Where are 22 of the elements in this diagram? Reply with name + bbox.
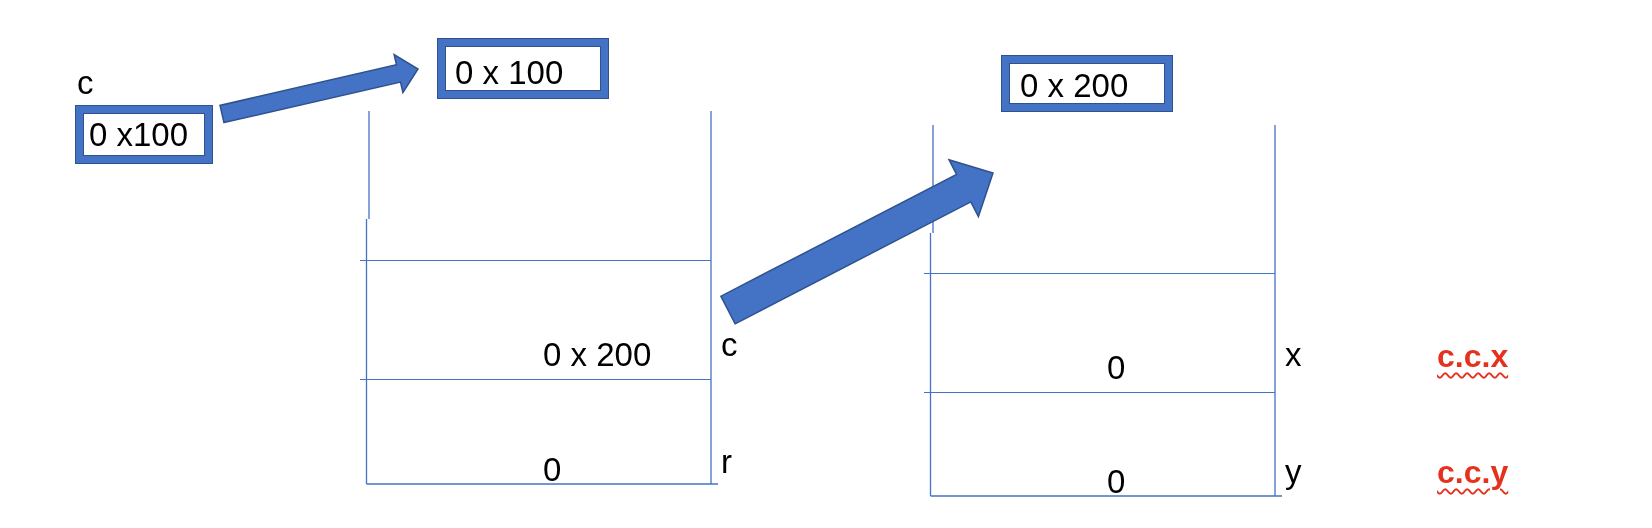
value-box [1001, 55, 1173, 112]
stack-cell [360, 379, 711, 484]
value-text: 0 [1107, 351, 1126, 384]
variable-label: y [1285, 455, 1302, 488]
value-text: 0 x100 [89, 118, 189, 151]
stack-cell [924, 392, 1275, 496]
stack-frame [360, 111, 718, 485]
value-box [437, 38, 609, 99]
variable-label: x [1285, 338, 1302, 371]
annotation-label: c.c.y [1437, 453, 1509, 492]
value-text: 0 x 200 [543, 338, 652, 371]
value-text: 0 x 200 [1020, 69, 1129, 102]
variable-label: c [721, 328, 738, 361]
block-arrow [219, 52, 420, 124]
value-text: 0 x 100 [455, 56, 564, 89]
block-arrow [719, 158, 994, 325]
annotation-label: c.c.x [1437, 337, 1509, 376]
variable-label: r [721, 445, 732, 478]
value-box [75, 105, 213, 164]
variable-label: c [77, 66, 94, 99]
value-text: 0 [543, 453, 562, 486]
value-text: 0 [1107, 465, 1126, 498]
